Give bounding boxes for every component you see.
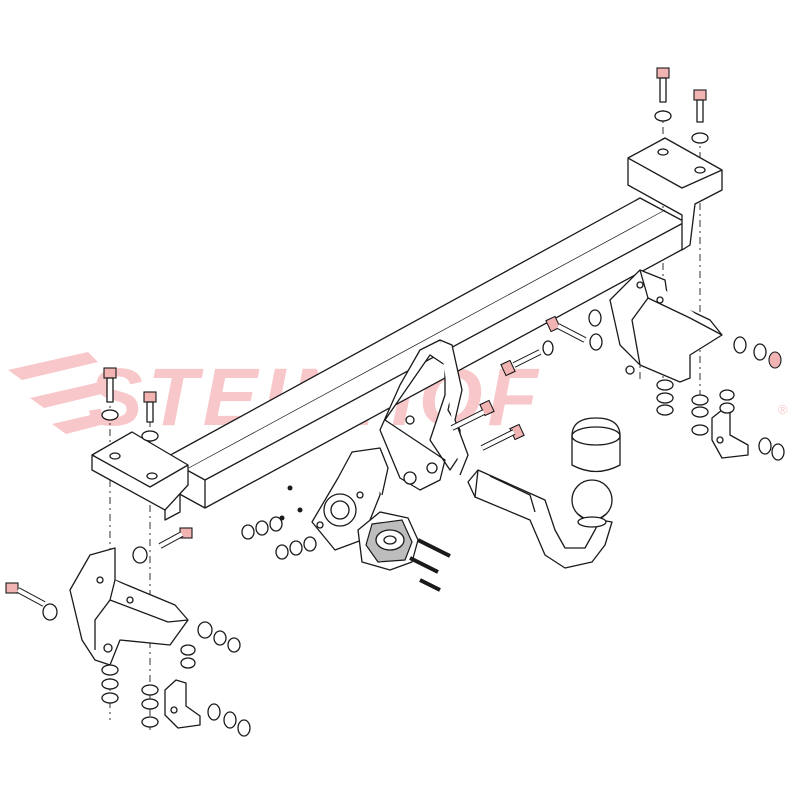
right-beam-mounting-plate — [627, 137, 723, 251]
ball-cover-cap — [571, 417, 621, 473]
screw — [409, 538, 451, 592]
tow-ball-neck — [467, 469, 613, 569]
left-side-bracket — [69, 547, 189, 666]
right-angle-bracket — [711, 409, 749, 459]
trailer-socket — [357, 511, 419, 571]
bolt — [143, 391, 157, 423]
bolt — [450, 399, 495, 431]
bolt — [480, 423, 525, 451]
central-ball-mount-bracket — [379, 339, 469, 491]
bolt — [693, 89, 707, 123]
bolt — [656, 67, 670, 103]
left-beam-mounting-plate — [91, 431, 189, 521]
bolt — [103, 367, 117, 403]
bolt — [500, 349, 542, 377]
bolt — [545, 315, 587, 343]
nuts-and-washers — [42, 110, 785, 737]
left-angle-bracket — [164, 679, 201, 729]
bolt — [158, 527, 193, 549]
fastener-bolts — [5, 67, 707, 607]
right-side-bracket — [609, 269, 723, 383]
bolt — [5, 582, 46, 607]
watermark-trademark: ® — [778, 402, 788, 417]
